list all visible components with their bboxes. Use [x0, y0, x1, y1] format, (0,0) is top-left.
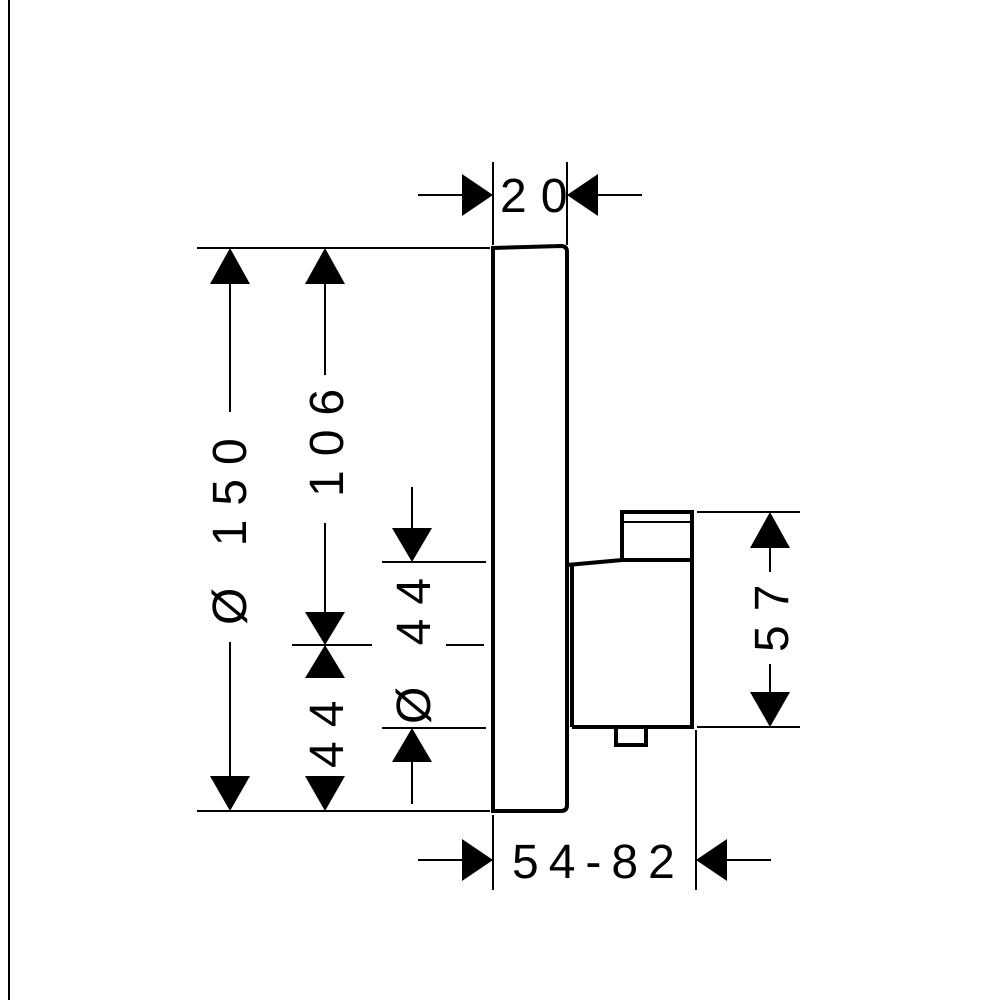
dimension-projection-height-label: 57	[746, 571, 799, 652]
dimension-center-to-bottom: 44	[301, 645, 354, 811]
thermostat-housing	[566, 510, 694, 747]
dimension-projection-depth-label: 54-82	[512, 836, 685, 889]
extension-lines	[197, 162, 800, 890]
dimension-height-to-center-label: 106	[301, 375, 354, 497]
dimension-small-diameter: Ø 44	[388, 487, 441, 804]
dimension-small-diameter-label: Ø 44	[388, 564, 441, 724]
dimension-top-width-label: 20	[500, 170, 581, 223]
dimension-projection-depth: 54-82	[418, 836, 771, 889]
dimension-height-to-center: 106	[301, 248, 354, 645]
dimension-center-to-bottom-label: 44	[301, 687, 354, 768]
cover-plate	[491, 243, 569, 813]
dimension-top-width: 20	[418, 170, 642, 223]
dimension-projection-height: 57	[746, 512, 799, 727]
dimension-overall-diameter-label: Ø 150	[204, 424, 257, 625]
dimension-overall-diameter: Ø 150	[204, 248, 257, 811]
